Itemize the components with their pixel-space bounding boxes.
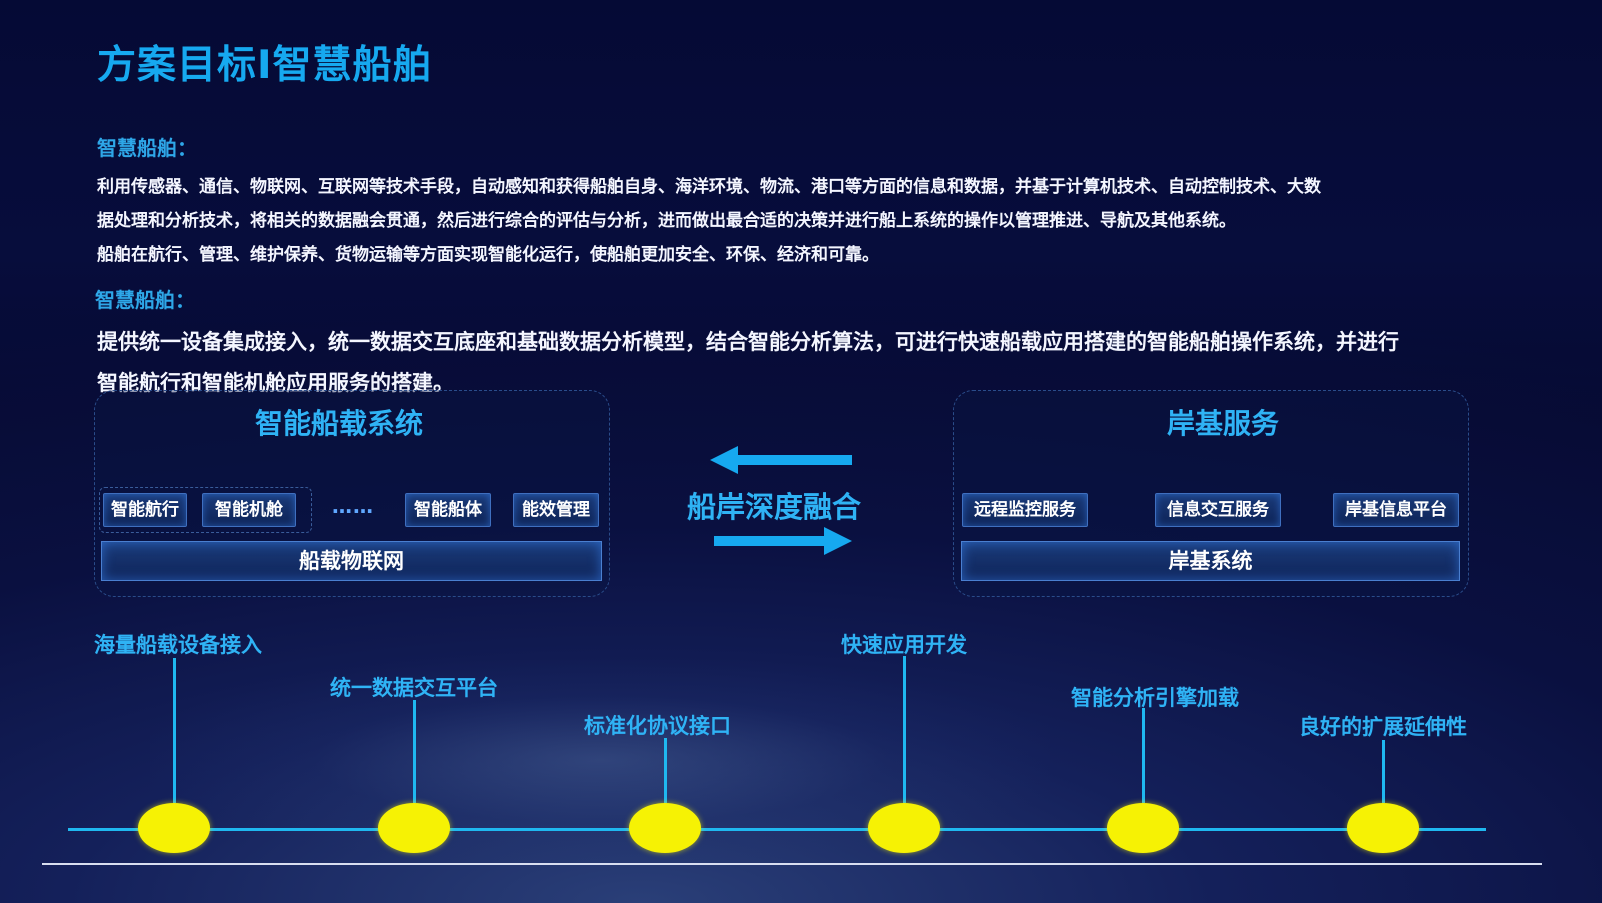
timeline-dot-2 <box>378 803 450 853</box>
timeline-line <box>68 828 1486 831</box>
timeline-dot-1 <box>138 803 210 853</box>
chip-smart-hull[interactable]: 智能船体 <box>405 493 491 527</box>
chip-info-exchange[interactable]: 信息交互服务 <box>1155 493 1281 527</box>
fusion-label: 船岸深度融合 <box>686 490 861 524</box>
shore-service-title: 岸基服务 <box>1166 407 1279 440</box>
timeline-dot-5 <box>1107 803 1179 853</box>
timeline-dot-4 <box>868 803 940 853</box>
intro-heading-1: 智慧船舶： <box>97 136 197 160</box>
timeline-stem-5 <box>1142 708 1145 803</box>
timeline-label-3: 标准化协议接口 <box>584 714 731 738</box>
timeline-dot-6 <box>1347 803 1419 853</box>
timeline-stem-3 <box>664 738 667 803</box>
timeline-dot-3 <box>629 803 701 853</box>
intro-line-3: 船舶在航行、管理、维护保养、货物运输等方面实现智能化运行，使船舶更加安全、环保、… <box>97 245 879 265</box>
timeline-stem-6 <box>1382 740 1385 803</box>
chip-smart-navigation[interactable]: 智能航行 <box>103 493 187 527</box>
timeline-stem-4 <box>903 656 906 803</box>
chip-remote-monitoring[interactable]: 远程监控服务 <box>962 493 1088 527</box>
intro-big-1: 提供统一设备集成接入，统一数据交互底座和基础数据分析模型，结合智能分析算法，可进… <box>97 330 1399 354</box>
chip-energy-management[interactable]: 能效管理 <box>513 493 599 527</box>
fusion-arrows <box>710 446 852 555</box>
intro-big-2: 智能航行和智能机舱应用服务的搭建。 <box>97 371 454 395</box>
timeline-label-2: 统一数据交互平台 <box>330 676 498 700</box>
arrow-left-icon <box>710 446 852 474</box>
timeline-label-1: 海量船载设备接入 <box>94 633 262 657</box>
intro-heading-2: 智慧船舶： <box>95 288 195 312</box>
ship-ellipsis: …… <box>332 494 374 518</box>
ship-chip-group <box>99 487 312 533</box>
chip-shore-info-platform[interactable]: 岸基信息平台 <box>1333 493 1459 527</box>
shore-system-bar[interactable]: 岸基系统 <box>961 541 1460 581</box>
ship-iot-bar[interactable]: 船载物联网 <box>101 541 602 581</box>
ship-system-title: 智能船载系统 <box>254 407 423 440</box>
timeline-label-5: 智能分析引擎加载 <box>1071 686 1239 710</box>
timeline-label-4: 快速应用开发 <box>841 633 967 657</box>
arrow-right-icon <box>714 527 852 555</box>
bottom-rule <box>42 863 1542 865</box>
intro-line-1: 利用传感器、通信、物联网、互联网等技术手段，自动感知和获得船舶自身、海洋环境、物… <box>97 177 1321 197</box>
timeline-label-6: 良好的扩展延伸性 <box>1299 715 1467 739</box>
chip-smart-engine-room[interactable]: 智能机舱 <box>202 493 296 527</box>
intro-line-2: 据处理和分析技术，将相关的数据融会贯通，然后进行综合的评估与分析，进而做出最合适… <box>97 211 1236 231</box>
timeline-stem-2 <box>413 700 416 803</box>
timeline-stem-1 <box>173 658 176 803</box>
page-title: 方案目标I智慧船舶 <box>97 43 433 88</box>
